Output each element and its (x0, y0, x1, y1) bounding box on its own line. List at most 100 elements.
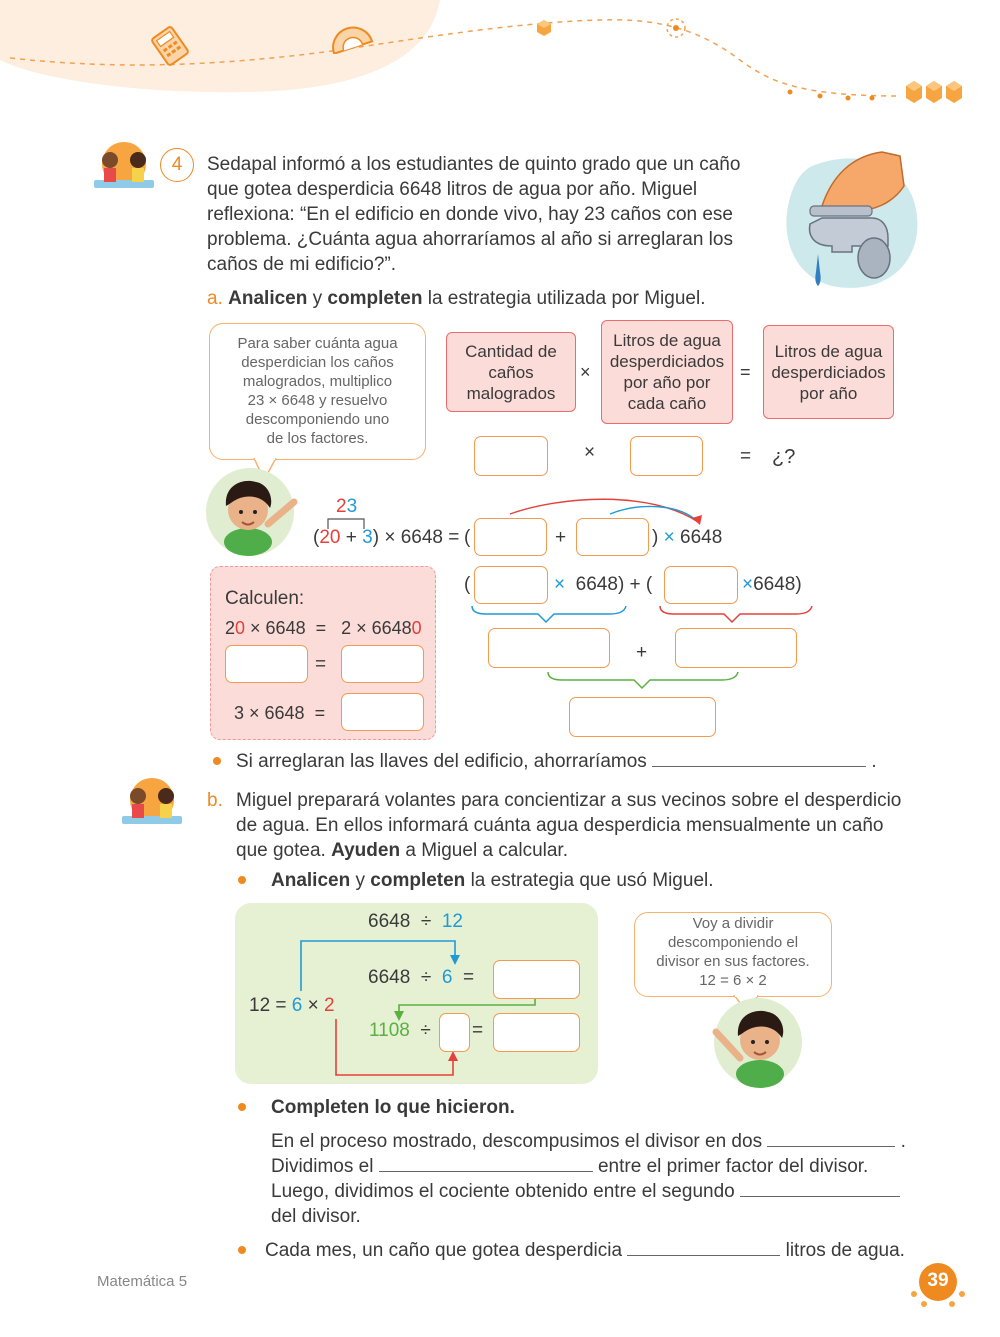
heading-word: y (312, 288, 323, 309)
boy-illustration (712, 998, 802, 1088)
equals-sign: = (315, 654, 327, 675)
speech-bubble-miguel: Para saber cuánta agua desperdician los … (209, 323, 426, 460)
times-6648: ) × 6648 = (372, 527, 460, 548)
bubble-line: malogrados, multiplico (242, 373, 393, 390)
bullet (238, 876, 246, 884)
label-liters-per-faucet: Litros de agua desperdiciados por año po… (601, 320, 733, 424)
heading-word: completen (327, 288, 423, 309)
problem-line: reflexiona: “En el edificio en donde viv… (207, 204, 733, 225)
heading-word: la estrategia utilizada por Miguel. (427, 288, 706, 309)
cubes-icon (906, 81, 962, 103)
bubble-line: 23 × 6648 y resuelvo (247, 392, 388, 409)
answer-line-savings[interactable] (652, 749, 867, 767)
calculate-title: Calculen: (225, 588, 305, 609)
cube-icon (537, 20, 551, 36)
plus-sign: + (636, 642, 648, 663)
divide-sign: ÷ (420, 1020, 431, 1041)
times-sign: × (742, 574, 754, 595)
period: . (871, 751, 877, 772)
answer-box-calc-1[interactable] (225, 645, 308, 683)
period: . (900, 1131, 906, 1152)
calculate-line-3: 3 × 6648 = (234, 703, 326, 723)
children-reading-icon (122, 778, 182, 824)
dividend: 1108 (369, 1020, 410, 1041)
conclusion-text: Si arreglaran las llaves del edificio, a… (236, 751, 647, 772)
monthly-text: litros de agua. (785, 1240, 905, 1261)
answer-box-tens[interactable] (474, 518, 547, 556)
process-text: Luego, dividimos el cociente obtenido en… (271, 1181, 735, 1202)
times-sign: × (580, 362, 591, 382)
digit-zero: 0 (235, 618, 246, 638)
answer-box-liters[interactable] (630, 436, 703, 476)
bullet (213, 757, 221, 765)
dividend: 6648 (368, 967, 411, 988)
answer-box-calc-2[interactable] (341, 645, 424, 683)
bubble-line: Para saber cuánta agua (237, 335, 398, 352)
dividend: 6648 (368, 911, 411, 932)
problem-line: Sedapal informó a los estudiantes de qui… (207, 154, 741, 175)
part-b-line: de agua. En ellos informará cuánta agua … (236, 815, 884, 836)
part-a-letter: a. (207, 288, 223, 309)
factor-6: 6 (291, 995, 303, 1016)
calculator-icon (151, 26, 189, 66)
digit: 2 (225, 618, 236, 638)
answer-box-faucets[interactable] (474, 436, 548, 476)
times-sign: × (663, 527, 675, 548)
answer-box-total[interactable] (569, 697, 716, 737)
division-row-2: 6648 ÷ 6 = (368, 967, 474, 989)
question-mark: ¿? (772, 446, 796, 468)
heading-word: completen (370, 870, 466, 891)
bubble-line: Voy a dividir (692, 915, 774, 932)
answer-line-dividend[interactable] (378, 1154, 593, 1172)
answer-box-quotient-1[interactable] (493, 960, 580, 999)
answer-box-partial-2[interactable] (675, 628, 797, 668)
equals-sign: = (462, 967, 475, 988)
answer-line-monthly[interactable] (627, 1238, 781, 1256)
monthly-text: Cada mes, un caño que gotea desperdicia (265, 1240, 623, 1261)
number-3: 3 (362, 527, 373, 548)
decomp-text: 12 = (249, 995, 287, 1016)
bullet-complete: Completen lo que hicieron. (271, 1097, 515, 1118)
digit-zero: 0 (411, 618, 422, 638)
calculate-line-1: 20 × 6648 = 2 × 66480 (225, 618, 422, 639)
calc-text: × 6648 = 2 × 6648 (245, 618, 412, 638)
conclusion-a: Si arreglaran las llaves del edificio, a… (236, 749, 877, 774)
answer-line-factors[interactable] (767, 1129, 896, 1147)
part-a-heading: a. Analicen y completen la estrategia ut… (207, 286, 705, 311)
divisor-decomposition: 12 = 6 × 2 (249, 995, 335, 1017)
decomposition-expression: (20 + 3) × 6648 = (313, 527, 459, 549)
process-line: Luego, dividimos el cociente obtenido en… (271, 1179, 931, 1204)
factor-2: 2 (324, 995, 335, 1016)
equals-sign: = (740, 446, 752, 467)
plus-sign: + (345, 527, 357, 548)
problem-number: 4 (160, 148, 194, 182)
process-line: del divisor. (271, 1206, 361, 1227)
bubble-line: 12 = 6 × 2 (699, 972, 767, 989)
answer-box-factor[interactable] (439, 1013, 470, 1052)
part-b-letter: b. (207, 790, 223, 811)
speech-bubble-miguel: Voy a dividir descomponiendo el divisor … (634, 912, 832, 997)
process-line: En el proceso mostrado, descompusimos el… (271, 1129, 931, 1154)
process-text: entre el primer factor del divisor. (597, 1156, 869, 1177)
answer-box-tens-product[interactable] (474, 566, 548, 604)
page-number: 39 (927, 1270, 949, 1291)
divisor: 6 (441, 967, 453, 988)
answer-box-units[interactable] (576, 518, 649, 556)
heading-word: la estrategia que usó Miguel. (470, 870, 714, 891)
divide-sign: ÷ (420, 911, 432, 932)
plus-sign: + (555, 527, 567, 548)
answer-box-quotient-2[interactable] (493, 1013, 580, 1052)
answer-box-calc-3[interactable] (341, 693, 424, 731)
bullet (238, 1103, 246, 1111)
label-faucets: Cantidad de caños malogrados (446, 332, 576, 412)
answer-box-partial-1[interactable] (488, 628, 610, 668)
monthly-waste: Cada mes, un caño que gotea desperdicia … (265, 1238, 905, 1263)
answer-line-factor[interactable] (740, 1179, 900, 1197)
problem-line: problema. ¿Cuánta agua ahorraríamos al a… (207, 229, 733, 250)
times-sign: × (307, 995, 319, 1016)
answer-box-units-product[interactable] (664, 566, 738, 604)
book-title: Matemática 5 (97, 1273, 188, 1290)
problem-line: que gotea desperdicia 6648 litros de agu… (207, 179, 698, 200)
paren: ( (313, 527, 320, 548)
faucet-hand-illustration (786, 151, 918, 288)
